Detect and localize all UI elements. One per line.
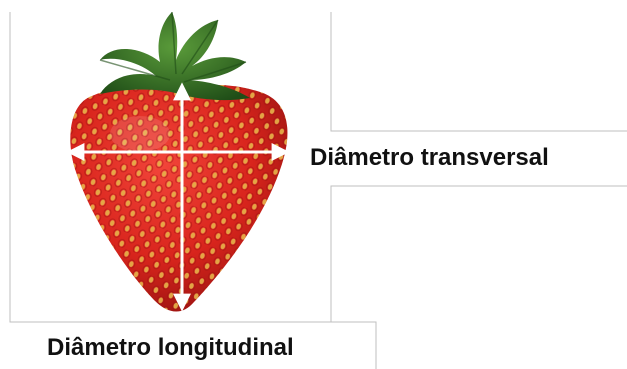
label-longitudinal-diameter: Diâmetro longitudinal bbox=[47, 336, 294, 360]
strawberry-figure bbox=[60, 4, 300, 324]
strawberry-body bbox=[70, 85, 287, 312]
label-transversal-diameter: Diâmetro transversal bbox=[310, 146, 549, 170]
